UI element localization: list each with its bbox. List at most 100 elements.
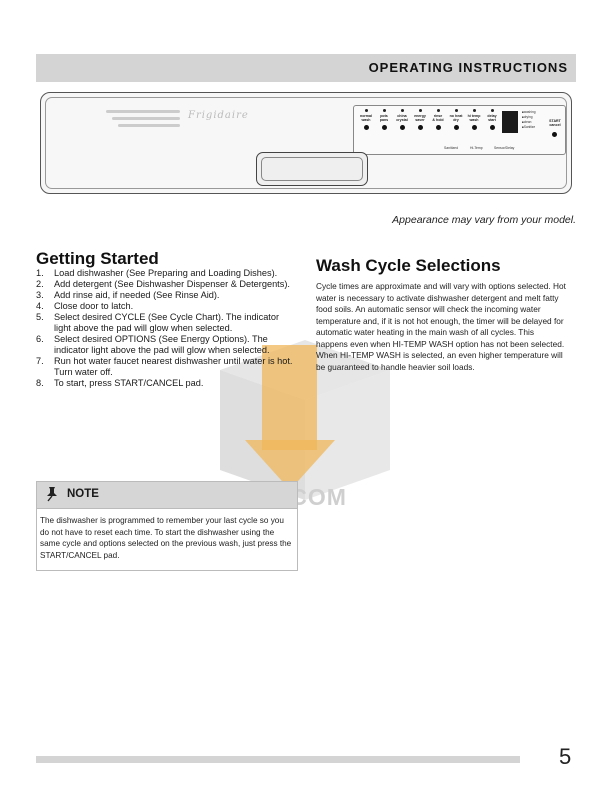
indicator-light	[400, 109, 404, 112]
door-handle-inner	[261, 157, 363, 181]
note-title: NOTE	[67, 488, 99, 500]
button-label: wash	[361, 118, 371, 122]
note-box: NOTE The dishwasher is programmed to rem…	[36, 481, 298, 571]
wash-cycle-heading: Wash Cycle Selections	[316, 256, 501, 275]
control-buttons-box: normal wash pots pans china crystal ener…	[353, 105, 566, 155]
step-number: 1.	[36, 268, 44, 278]
button-label: saver	[415, 118, 425, 122]
illustration-caption: Appearance may vary from your model.	[392, 214, 576, 226]
step-text: Select desired CYCLE (See Cycle Chart). …	[54, 312, 280, 333]
button-pad	[363, 125, 369, 130]
cancel-label: cancel	[549, 123, 561, 127]
panel-inner-border: Frigidaire normal wash pots pans china c…	[45, 97, 567, 189]
cycle-button-normal-wash: normal wash	[356, 109, 376, 130]
option-button-no-heat-dry: no heat dry	[446, 109, 466, 130]
step-text: Add detergent (See Dishwasher Dispenser …	[54, 279, 290, 289]
indicator-light	[364, 109, 368, 112]
note-header: NOTE	[37, 482, 297, 509]
cycle-button-rinse-hold: rinse & hold	[428, 109, 448, 130]
button-label: no heat	[449, 114, 463, 118]
watermark-graphic	[200, 330, 410, 510]
indicator-light	[382, 109, 386, 112]
start-label: START	[549, 119, 561, 123]
status-item: clean	[522, 120, 536, 125]
indicator-light	[418, 109, 422, 112]
control-panel-illustration: Frigidaire normal wash pots pans china c…	[40, 92, 572, 194]
button-label: dry	[453, 118, 459, 122]
button-label: start	[488, 118, 496, 122]
indicator-light	[472, 109, 476, 112]
button-label: hi temp	[467, 114, 481, 118]
button-pad	[417, 125, 423, 130]
list-item: 6. Select desired OPTIONS (See Energy Opt…	[36, 334, 294, 356]
step-number: 6.	[36, 334, 44, 344]
button-pad	[435, 125, 441, 130]
status-item: Sanitize	[522, 125, 536, 130]
button-pad	[453, 125, 459, 130]
button-label: & hold	[432, 118, 444, 122]
button-pad	[381, 125, 387, 130]
page-number: 5	[559, 744, 572, 769]
watermark-box-icon	[220, 340, 390, 500]
step-text: Run hot water faucet nearest dishwasher …	[54, 356, 293, 377]
list-item: 3. Add rinse aid, if needed (See Rinse Ai…	[36, 290, 294, 301]
button-pad	[399, 125, 405, 130]
button-label: pans	[379, 118, 389, 122]
list-item: 8. To start, press START/CANCEL pad.	[36, 378, 294, 389]
vent-line	[112, 117, 180, 120]
step-number: 5.	[36, 312, 44, 322]
start-cancel-label: START cancel	[547, 119, 563, 127]
list-item: 2. Add detergent (See Dishwasher Dispense…	[36, 279, 294, 290]
indicator-light	[454, 109, 458, 112]
button-label: energy	[414, 114, 426, 118]
section-header-bar: OPERATING INSTRUCTIONS	[36, 54, 576, 82]
indicator-light	[490, 109, 494, 112]
step-text: Close door to latch.	[54, 301, 134, 311]
button-label: pots	[380, 114, 388, 118]
brand-logo: Frigidaire	[188, 110, 249, 121]
button-label: wash	[469, 118, 479, 122]
button-label: delay	[487, 114, 497, 118]
indicator-light	[436, 109, 440, 112]
step-text: Load dishwasher (See Preparing and Loadi…	[54, 268, 278, 278]
step-number: 2.	[36, 279, 44, 289]
sub-label: Sensor/Delay	[494, 146, 515, 150]
getting-started-heading: Getting Started	[36, 249, 159, 268]
sub-label: Hi-Temp	[470, 146, 483, 150]
button-pad	[471, 125, 477, 130]
step-text: Add rinse aid, if needed (See Rinse Aid)…	[54, 290, 220, 300]
status-item: drying	[522, 115, 536, 120]
step-number: 3.	[36, 290, 44, 300]
note-text: The dishwasher is programmed to remember…	[40, 516, 292, 560]
cycle-button-pots-pans: pots pans	[374, 109, 394, 130]
step-number: 8.	[36, 378, 44, 388]
status-item: washing	[522, 110, 536, 115]
step-number: 7.	[36, 356, 44, 366]
list-item: 4. Close door to latch.	[36, 301, 294, 312]
step-text: Select desired OPTIONS (See Energy Optio…	[54, 334, 270, 355]
step-number: 4.	[36, 301, 44, 311]
step-text: To start, press START/CANCEL pad.	[54, 378, 204, 388]
option-button-energy-saver: energy saver	[410, 109, 430, 130]
door-handle	[256, 152, 368, 186]
list-item: 1. Load dishwasher (See Preparing and Loa…	[36, 268, 294, 279]
vent-line	[118, 124, 180, 127]
button-label: crystal	[396, 118, 408, 122]
pushpin-icon	[45, 486, 59, 505]
vent-line	[106, 110, 180, 113]
digital-display	[502, 111, 518, 133]
button-label: rinse	[433, 114, 443, 118]
list-item: 5. Select desired CYCLE (See Cycle Chart)…	[36, 312, 294, 334]
button-pad	[489, 125, 495, 130]
sub-label: Sanitized	[444, 146, 458, 150]
getting-started-steps: 1. Load dishwasher (See Preparing and Loa…	[36, 268, 294, 389]
cycle-button-china-crystal: china crystal	[392, 109, 412, 130]
wash-cycle-body: Cycle times are approximate and will var…	[316, 281, 566, 372]
start-cancel-pad	[552, 132, 557, 137]
section-title: OPERATING INSTRUCTIONS	[368, 60, 568, 75]
list-item: 7. Run hot water faucet nearest dishwashe…	[36, 356, 294, 378]
option-button-delay-start: delay start	[482, 109, 502, 130]
button-label: china	[397, 114, 407, 118]
footer-bar	[36, 756, 520, 763]
button-label: normal	[360, 114, 372, 118]
